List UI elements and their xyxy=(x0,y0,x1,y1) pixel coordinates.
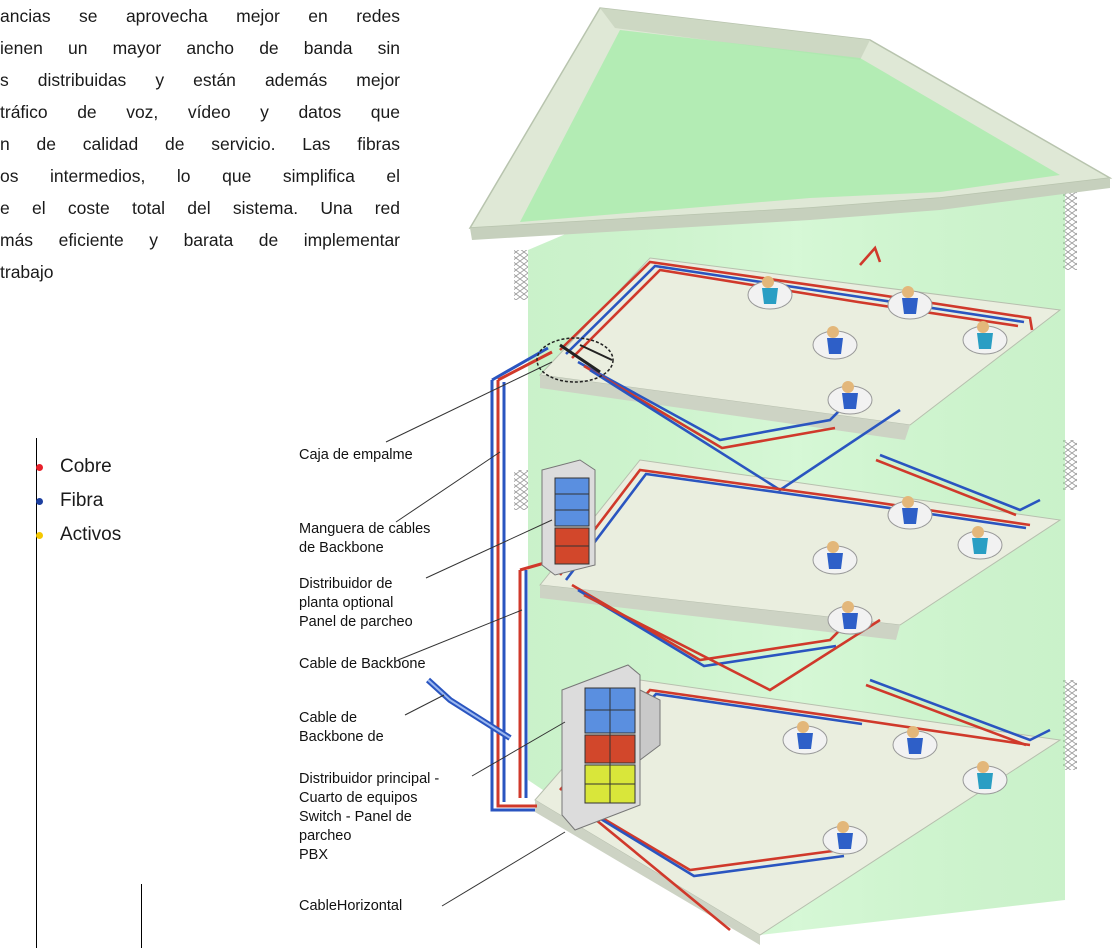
floor-distributor-rack xyxy=(541,459,596,576)
label-line: Distribuidor de xyxy=(299,576,393,592)
paragraph-line: tráfico de voz, vídeo y datos que xyxy=(0,102,400,122)
label-line: Switch - Panel de xyxy=(299,809,412,825)
label-distribuidor-principal: Distribuidor principal - Cuarto de equip… xyxy=(299,770,439,865)
roof-edge xyxy=(470,178,1110,240)
main-distributor-rack xyxy=(561,664,661,831)
workstations xyxy=(747,276,1008,855)
divider-line-short xyxy=(141,884,142,948)
legend-item-activos: Activos xyxy=(36,518,122,552)
splice-box xyxy=(536,337,614,383)
label-line: de Backbone xyxy=(299,540,384,556)
legend-label: Cobre xyxy=(60,456,112,477)
label-line: Caja de empalme xyxy=(299,447,413,463)
paragraph-line: s distribuidas y están además mejor xyxy=(0,70,400,90)
label-caja-empalme: Caja de empalme xyxy=(299,446,413,465)
paragraph-line: os intermedios, lo que simplifica el xyxy=(0,166,400,186)
label-cable-horizontal: CableHorizontal xyxy=(299,897,402,916)
label-line: CableHorizontal xyxy=(299,898,403,914)
bullet-icon xyxy=(36,497,43,505)
legend-label: Activos xyxy=(60,524,122,545)
label-line: parcheo xyxy=(299,828,352,844)
legend-item-cobre: Cobre xyxy=(36,450,121,484)
legend: Cobre Fibra Activos xyxy=(36,450,122,552)
roof-edge xyxy=(600,8,870,60)
divider-line xyxy=(36,438,37,948)
wall-hatch xyxy=(1063,440,1077,490)
label-manguera-backbone: Manguera de cables de Backbone xyxy=(299,520,430,558)
backbone-risers xyxy=(490,346,553,812)
label-line: Cable de Backbone xyxy=(299,656,426,672)
label-line: PBX xyxy=(299,847,329,863)
label-cable-backbone-de: Cable de Backbone de xyxy=(299,709,384,747)
roof-underside xyxy=(520,30,1060,222)
label-line: Cable de xyxy=(299,710,358,726)
legend-label: Fibra xyxy=(60,490,104,511)
bullet-icon xyxy=(36,463,43,471)
floor-edge xyxy=(540,585,900,640)
label-line: Cuarto de equipos xyxy=(299,790,418,806)
legend-item-fibra: Fibra xyxy=(36,484,121,518)
leader-lines xyxy=(385,361,566,907)
wall-hatch xyxy=(514,250,528,300)
paragraph: ancias se aprovecha mejor en redes ienen… xyxy=(0,0,400,288)
paragraph-line: más eficiente y barata de implementar xyxy=(0,230,400,250)
cable-runs-middle xyxy=(558,453,1041,692)
paragraph-line: trabajo xyxy=(0,262,54,282)
paragraph-line: ancias se aprovecha mejor en redes xyxy=(0,6,400,26)
wall-hatch xyxy=(1063,190,1077,270)
paragraph-line: e el coste total del sistema. Una red xyxy=(0,198,400,218)
label-line: Backbone de xyxy=(299,729,384,745)
wall-hatch xyxy=(514,470,528,510)
bullet-icon xyxy=(36,531,43,539)
label-cable-backbone: Cable de Backbone xyxy=(299,655,426,674)
label-distribuidor-planta: Distribuidor de planta optional Panel de… xyxy=(299,575,413,632)
paragraph-line: ienen un mayor ancho de banda sin xyxy=(0,38,400,58)
paragraph-line: n de calidad de servicio. Las fibras xyxy=(0,134,400,154)
label-line: Panel de parcheo xyxy=(299,614,413,630)
label-line: Distribuidor principal - xyxy=(299,771,440,787)
label-line: planta optional xyxy=(299,595,394,611)
wall-hatch xyxy=(1063,680,1077,770)
label-line: Manguera de cables xyxy=(299,521,431,537)
